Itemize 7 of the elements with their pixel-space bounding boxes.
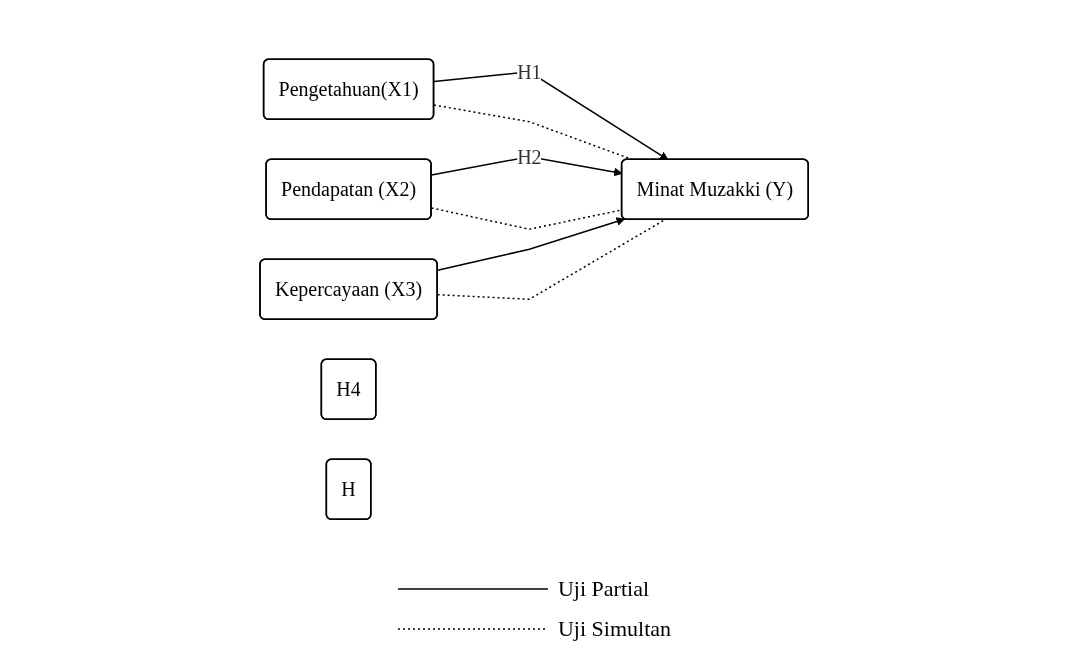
- connector: [437, 219, 666, 300]
- legend-text: Uji Partial: [557, 576, 649, 602]
- edge-label: H2: [517, 145, 542, 168]
- legend-text: Uji Simultan: [557, 616, 672, 642]
- arrow: [433, 70, 669, 161]
- arrow: [437, 217, 626, 271]
- edge-label: H1: [517, 60, 542, 83]
